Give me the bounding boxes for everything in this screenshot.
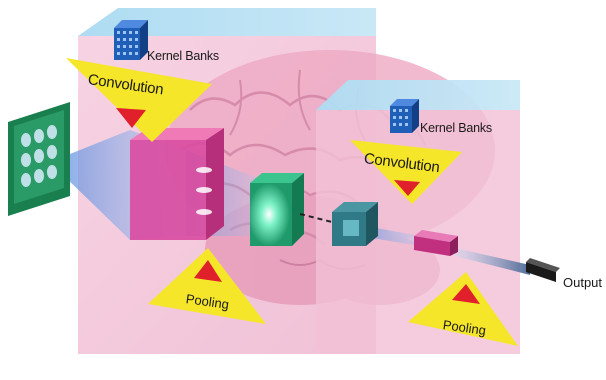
connector-line <box>299 213 333 223</box>
output-label: Output <box>563 275 603 290</box>
output-rod <box>526 258 560 282</box>
feature-map-3 <box>332 202 378 246</box>
pooling-triangle-1 <box>148 248 266 324</box>
feature-map-2 <box>250 173 304 246</box>
convolution-triangle-2 <box>350 140 462 204</box>
pooling-triangle-2-mark <box>452 284 480 304</box>
convolution-triangle-2-mark <box>394 180 420 196</box>
pooling-triangle-2 <box>408 272 518 346</box>
kernel-cube-1 <box>114 20 148 60</box>
kernel-cube-2 <box>390 99 419 133</box>
feature-map-4 <box>414 230 458 256</box>
input-image <box>8 102 70 216</box>
block-1-top <box>78 8 376 36</box>
convolution-triangle-1-mark <box>116 108 146 128</box>
convolution-triangle-1 <box>66 58 212 142</box>
pooling-triangle-1-mark <box>194 260 222 282</box>
feature-map-1 <box>130 128 224 240</box>
block-2-top <box>316 80 520 110</box>
kernel-banks-label-2: Kernel Banks <box>420 121 492 135</box>
kernel-banks-label-1: Kernel Banks <box>147 49 219 63</box>
